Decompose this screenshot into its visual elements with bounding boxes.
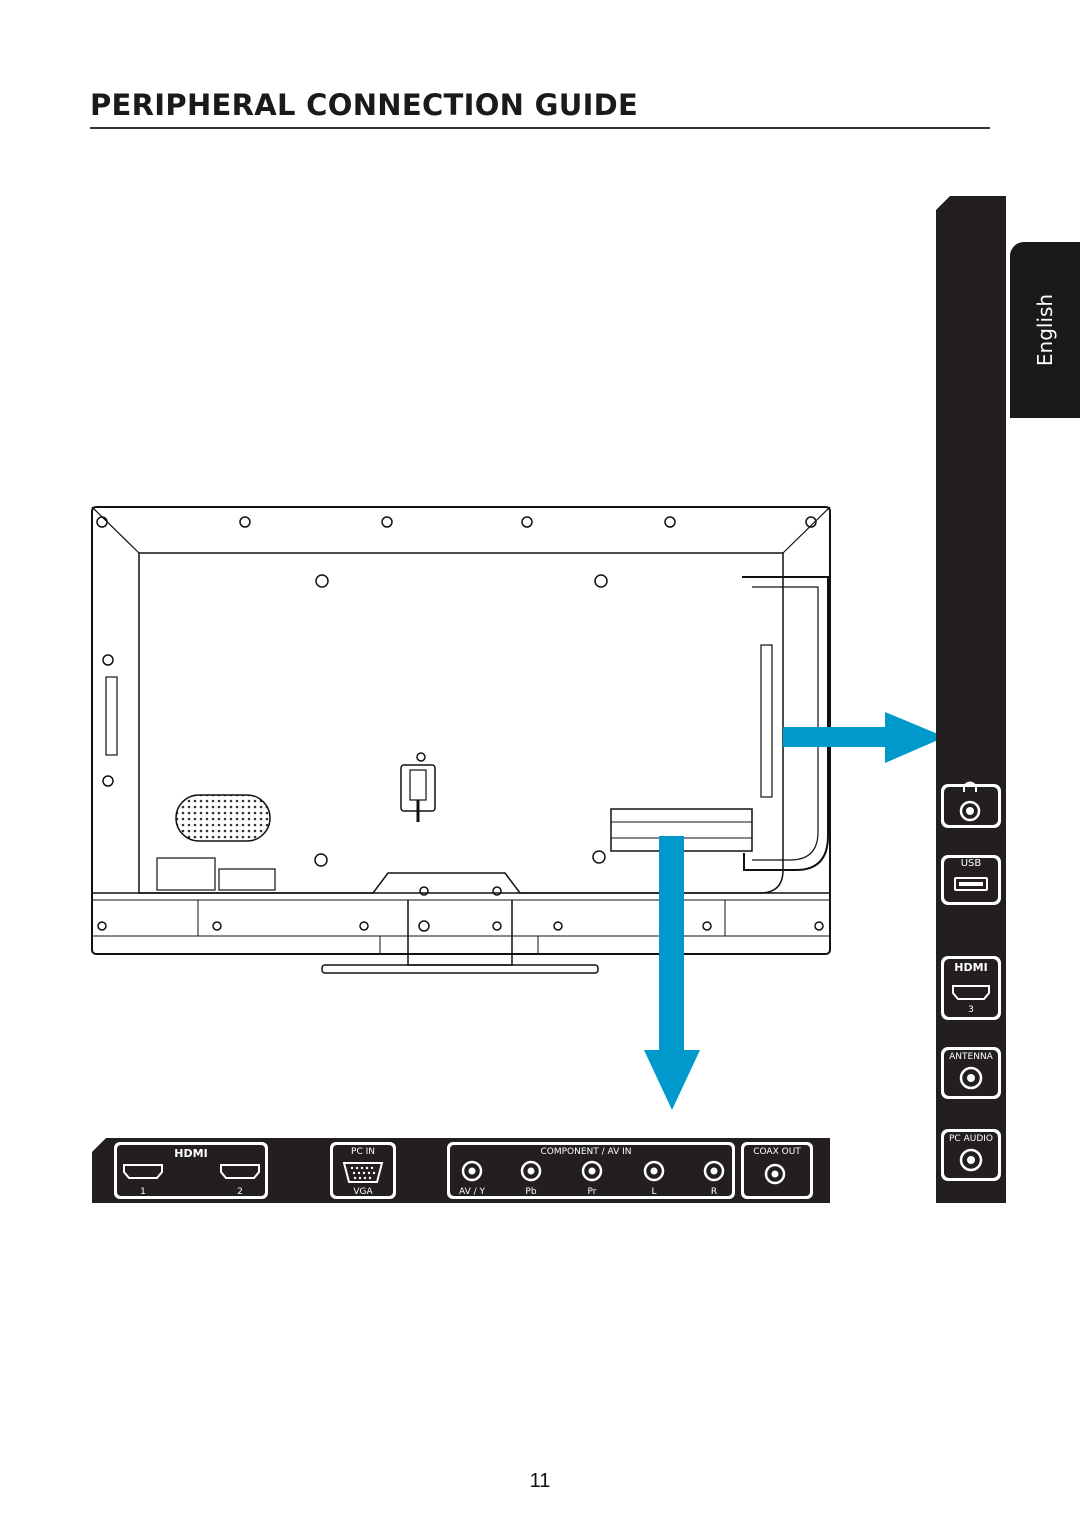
page-title: PERIPHERAL CONNECTION GUIDE [90, 88, 639, 122]
l-label: L [651, 1187, 656, 1197]
r-label: R [711, 1187, 717, 1197]
antenna-label: ANTENNA [949, 1052, 994, 1062]
page-number: 11 [529, 1470, 551, 1492]
coax-out-port: COAX OUT [741, 1142, 813, 1199]
language-tab: English [1010, 242, 1080, 418]
hdmi-1-number: 1 [140, 1187, 146, 1197]
tv-back-illustration [91, 506, 831, 974]
title-divider [90, 127, 990, 129]
component-av-label: COMPONENT / AV IN [540, 1147, 631, 1157]
side-connector-panel: USB HDMI 3 ANTENNA PC AUDIO [936, 196, 1006, 1203]
pc-audio-label: PC AUDIO [949, 1134, 993, 1144]
hdmi-logo: HDMI [174, 1147, 207, 1160]
pr-label: Pr [588, 1187, 597, 1197]
usb-label: USB [961, 858, 982, 869]
antenna-port: ANTENNA [941, 1047, 1001, 1099]
hdmi-3-port: HDMI 3 [941, 956, 1001, 1020]
vga-label: VGA [353, 1187, 373, 1197]
hdmi-2-number: 2 [237, 1187, 243, 1197]
pc-in-vga-port: PC IN VGA [330, 1142, 396, 1199]
hdmi-logo: HDMI [954, 961, 987, 974]
bottom-connector-panel: HDMI 1 2 PC IN VGA COMPONENT / AV IN [92, 1138, 830, 1203]
coax-out-label: COAX OUT [753, 1147, 801, 1157]
arrow-down [644, 836, 700, 1110]
hdmi-3-number: 3 [968, 1005, 974, 1015]
component-av-in-ports: COMPONENT / AV IN AV / Y Pb Pr L R [447, 1142, 735, 1199]
tv-screws [96, 516, 824, 932]
hdmi-1-2-ports: HDMI 1 2 [114, 1142, 268, 1199]
headphone-port [941, 781, 1001, 828]
av-y-label: AV / Y [459, 1187, 485, 1197]
pc-in-label: PC IN [351, 1147, 375, 1157]
usb-port: USB [941, 855, 1001, 905]
pc-audio-port: PC AUDIO [941, 1129, 1001, 1181]
arrow-right [783, 712, 945, 763]
pb-label: Pb [525, 1187, 536, 1197]
